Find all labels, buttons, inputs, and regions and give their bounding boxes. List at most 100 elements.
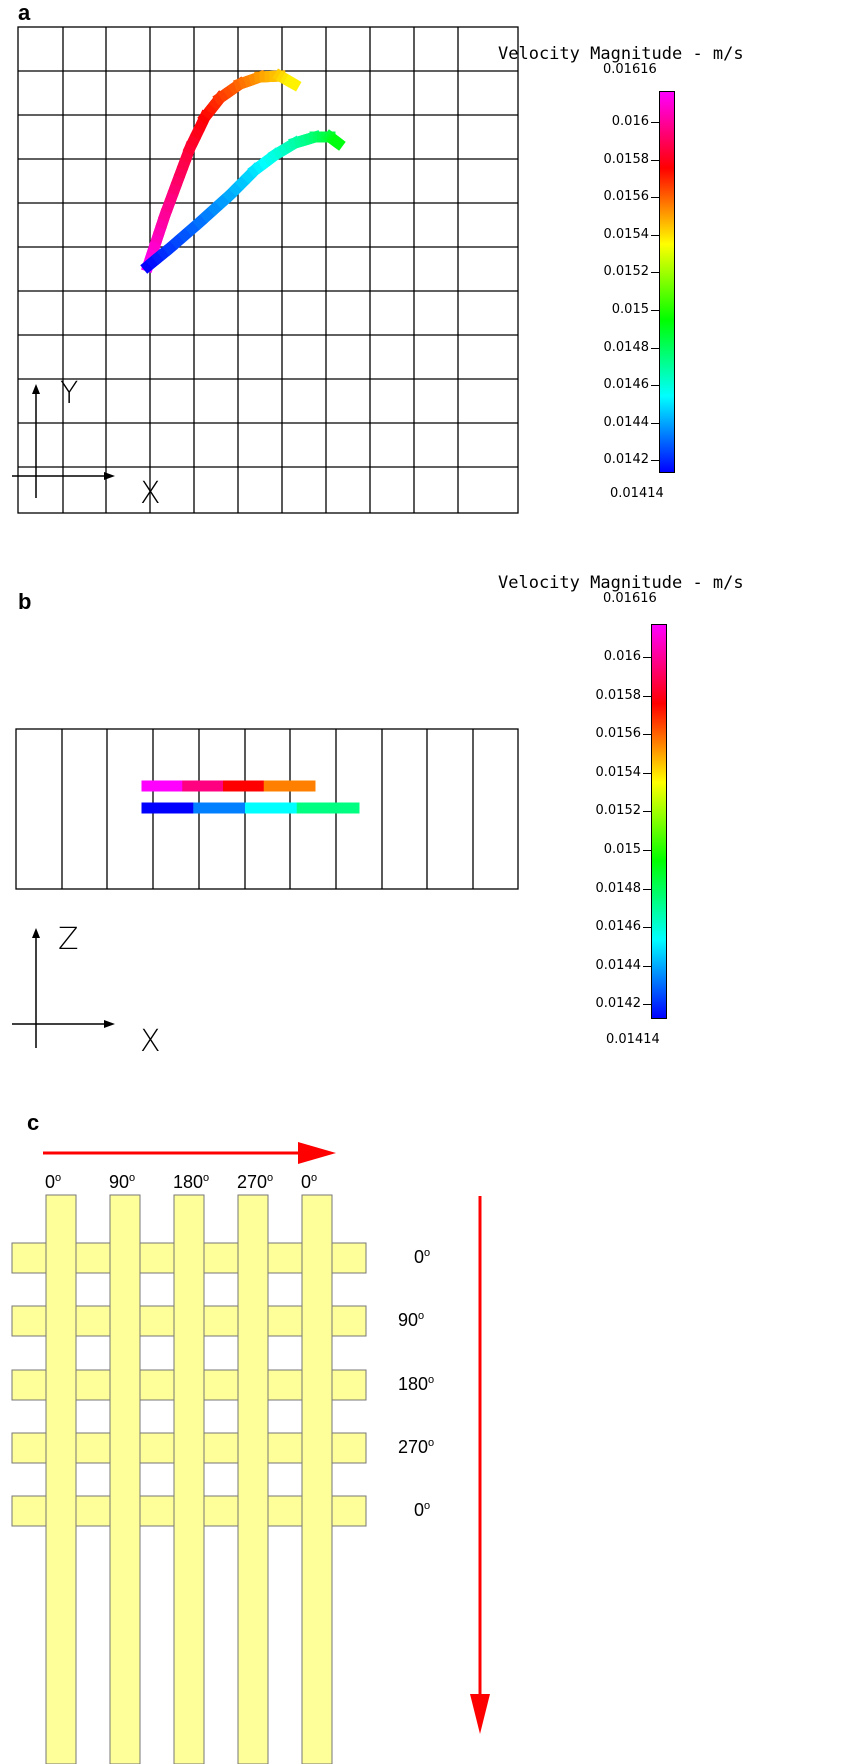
panel-b-axes [12,928,115,1048]
legend-tick-mark [643,927,651,929]
horizontal-fiber-segment [11,1495,47,1527]
horizontal-fiber-segment [11,1242,47,1274]
row-angle-label: 270o [398,1437,435,1457]
legend-tick-label: 0.0154 [603,226,650,242]
horizontal-fiber-segment [331,1369,367,1401]
legend-tick-label: 0.0146 [603,377,650,393]
legend-max-value: 0.01616 [603,591,657,606]
vertical-fiber [45,1194,77,1764]
legend-tick-mark [643,1004,651,1006]
legend-tick-mark [651,197,659,199]
horizontal-fiber-segment [75,1432,111,1464]
legend-title: Velocity Magnitude - m/s [498,573,744,593]
legend-tick-mark [651,385,659,387]
horizontal-fiber-segment [331,1432,367,1464]
legend-tick-mark [643,888,651,890]
horizontal-fiber-segment [139,1432,175,1464]
horizontal-fiber-segment [203,1432,239,1464]
horizontal-fiber-segment [203,1242,239,1274]
horizontal-fiber-segment [139,1242,175,1274]
horizontal-fiber-segment [139,1305,175,1337]
legend-tick-label: 0.015 [611,302,649,317]
panel-b: b Z X Velocity Magnitude - m/s 0.01616 0… [0,560,868,1080]
horizontal-fiber-segment [75,1242,111,1274]
panel-a-letter: a [18,0,31,25]
legend-tick-label: 0.0158 [603,151,650,167]
vertical-fiber [109,1194,141,1764]
legend-tick-mark [651,310,659,311]
axis-label-x: X [140,476,161,511]
horizontal-fiber-segment [267,1432,303,1464]
legend-tick-mark [643,965,651,967]
horizontal-fiber-segment [331,1495,367,1527]
horizontal-fiber-segment [75,1369,111,1401]
panel-c-letter: c [27,1110,40,1135]
horizontal-fiber-segment [75,1305,111,1337]
legend-tick-label: 0.0148 [603,339,650,355]
legend-tick-mark [651,422,659,424]
panel-b-plot [12,728,519,1048]
horizontal-fiber-segment [75,1495,111,1527]
legend-tick-label: 0.0152 [595,803,642,819]
panel-a-streamline-lower [140,129,346,274]
vertical-fiber [173,1194,205,1764]
column-angle-label: 0o [301,1172,318,1192]
legend-tick-mark [643,772,651,774]
legend-tick-mark [651,460,659,462]
panel-b-letter: b [18,589,32,614]
horizontal-fiber-segment [267,1305,303,1337]
legend-tick-mark [643,734,651,736]
legend-tick-label: 0.0158 [595,687,642,703]
column-angle-label: 270o [237,1172,274,1192]
vertical-fiber [237,1194,269,1764]
streamline-segment [282,74,302,92]
color-scale-bar [651,624,667,1019]
legend-tick-label: 0.0144 [603,414,650,430]
horizontal-fiber-segment [203,1495,239,1527]
row-angle-label: 0o [414,1247,431,1267]
column-angle-label: 180o [173,1172,210,1192]
legend-tick-label: 0.015 [603,842,641,857]
horizontal-fiber-segment [139,1369,175,1401]
panel-c-weave [11,1142,490,1764]
legend-tick-label: 0.0156 [595,726,642,742]
horizontal-fiber-segment [11,1369,47,1401]
legend-tick-label: 0.0144 [595,957,642,973]
legend-tick-mark [651,234,659,236]
legend-tick-mark [651,347,659,349]
row-angle-label: 180o [398,1374,435,1394]
row-angle-label: 0o [414,1500,431,1520]
horizontal-arrow-head [298,1142,336,1164]
legend-min-value: 0.01414 [610,486,664,501]
legend-tick-label: 0.016 [603,649,641,664]
legend-tick-mark [643,850,651,851]
horizontal-fiber-segment [11,1305,47,1337]
column-angle-label: 0o [45,1172,62,1192]
legend-tick-label: 0.0152 [603,264,650,280]
row-angle-label: 90o [398,1310,425,1330]
horizontal-fiber-segment [203,1305,239,1337]
column-angle-label: 90o [109,1172,136,1192]
legend-tick-mark [651,159,659,161]
legend-tick-mark [643,657,651,658]
horizontal-fiber-segment [267,1242,303,1274]
panel-a-grid [17,26,519,514]
horizontal-fiber-segment [267,1495,303,1527]
legend-tick-mark [651,272,659,274]
horizontal-fiber-segment [331,1305,367,1337]
color-scale-bar [659,91,675,473]
legend-tick-mark [651,122,659,123]
horizontal-fiber-segment [11,1432,47,1464]
vertical-fiber [301,1194,333,1764]
streamline-segment [328,133,346,151]
horizontal-fiber-segment [203,1369,239,1401]
legend-tick-mark [643,695,651,697]
fiber-lattice [11,1194,367,1764]
horizontal-fiber-segment [139,1495,175,1527]
legend-max-value: 0.01616 [603,62,657,77]
direction-arrows [43,1142,490,1734]
vertical-arrow-head [470,1694,490,1734]
legend-tick-label: 0.0146 [595,919,642,935]
horizontal-fiber-segment [267,1369,303,1401]
panel-a: a [0,0,868,540]
